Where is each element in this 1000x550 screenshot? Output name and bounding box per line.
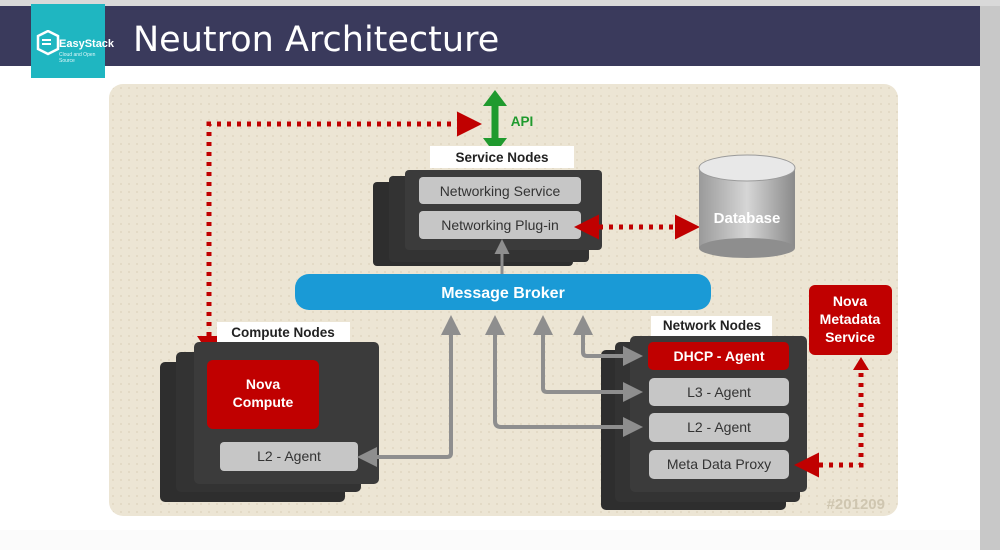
service-nodes-label: Service Nodes [455, 150, 548, 165]
database-label: Database [714, 210, 781, 227]
l2-broker-connector [485, 315, 643, 437]
right-scrollbar-area [980, 6, 1000, 550]
api-label: API [511, 114, 534, 129]
dhcp-agent-text: DHCP - Agent [674, 348, 765, 364]
nova-compute-line1: Nova [246, 376, 280, 392]
neutron-architecture-diagram: API Service Nodes Networking Service Net… [109, 84, 898, 516]
nova-metadata-line2: Metadata [820, 311, 881, 327]
compute-l2-broker-connector [357, 315, 461, 467]
meta-data-proxy-box [649, 450, 789, 479]
slide-footer [0, 530, 980, 550]
meta-data-proxy-text: Meta Data Proxy [667, 456, 771, 472]
compute-l2-agent-text: L2 - Agent [257, 448, 321, 464]
network-l2-agent-text: L2 - Agent [687, 419, 751, 435]
nova-compute-line2: Compute [233, 394, 294, 410]
logo-cube-icon [36, 30, 60, 56]
title-bar: Neutron Architecture [0, 6, 980, 66]
nova-compute-box [207, 360, 319, 429]
nova-metadata-line3: Service [825, 329, 875, 345]
figure-id: #201209 [827, 496, 885, 513]
message-broker-label: Message Broker [441, 285, 565, 302]
nova-metadata-line1: Nova [833, 293, 867, 309]
compute-to-api-connector [206, 111, 482, 346]
nova-metadata-service-box [809, 285, 892, 355]
easystack-logo: EasyStack Cloud and Open Source [31, 4, 114, 78]
networking-service-box [419, 177, 581, 204]
network-nodes-label-bg [651, 316, 772, 336]
compute-l2-agent-box [220, 442, 358, 471]
service-nodes-label-bg [430, 146, 574, 168]
metadata-up-arrow-icon [853, 357, 869, 370]
dhcp-agent-box [648, 342, 789, 370]
proxy-metadata-connector [794, 370, 864, 478]
top-strip [0, 0, 1000, 6]
message-broker-bar [295, 274, 711, 310]
network-l2-agent-box [649, 413, 789, 442]
compute-nodes-label-bg [217, 322, 350, 342]
networking-plugin-text: Networking Plug-in [441, 217, 559, 233]
database-icon [698, 154, 796, 258]
network-nodes-label: Network Nodes [663, 318, 761, 333]
networking-plugin-box [419, 211, 581, 239]
compute-nodes-label: Compute Nodes [231, 325, 335, 340]
logo-text: EasyStack [59, 38, 115, 50]
page-title: Neutron Architecture [133, 20, 500, 60]
l3-agent-text: L3 - Agent [687, 384, 751, 400]
networking-service-text: Networking Service [440, 183, 561, 199]
logo-tagline: Cloud and Open Source [59, 52, 96, 64]
l3-agent-box [649, 378, 789, 406]
